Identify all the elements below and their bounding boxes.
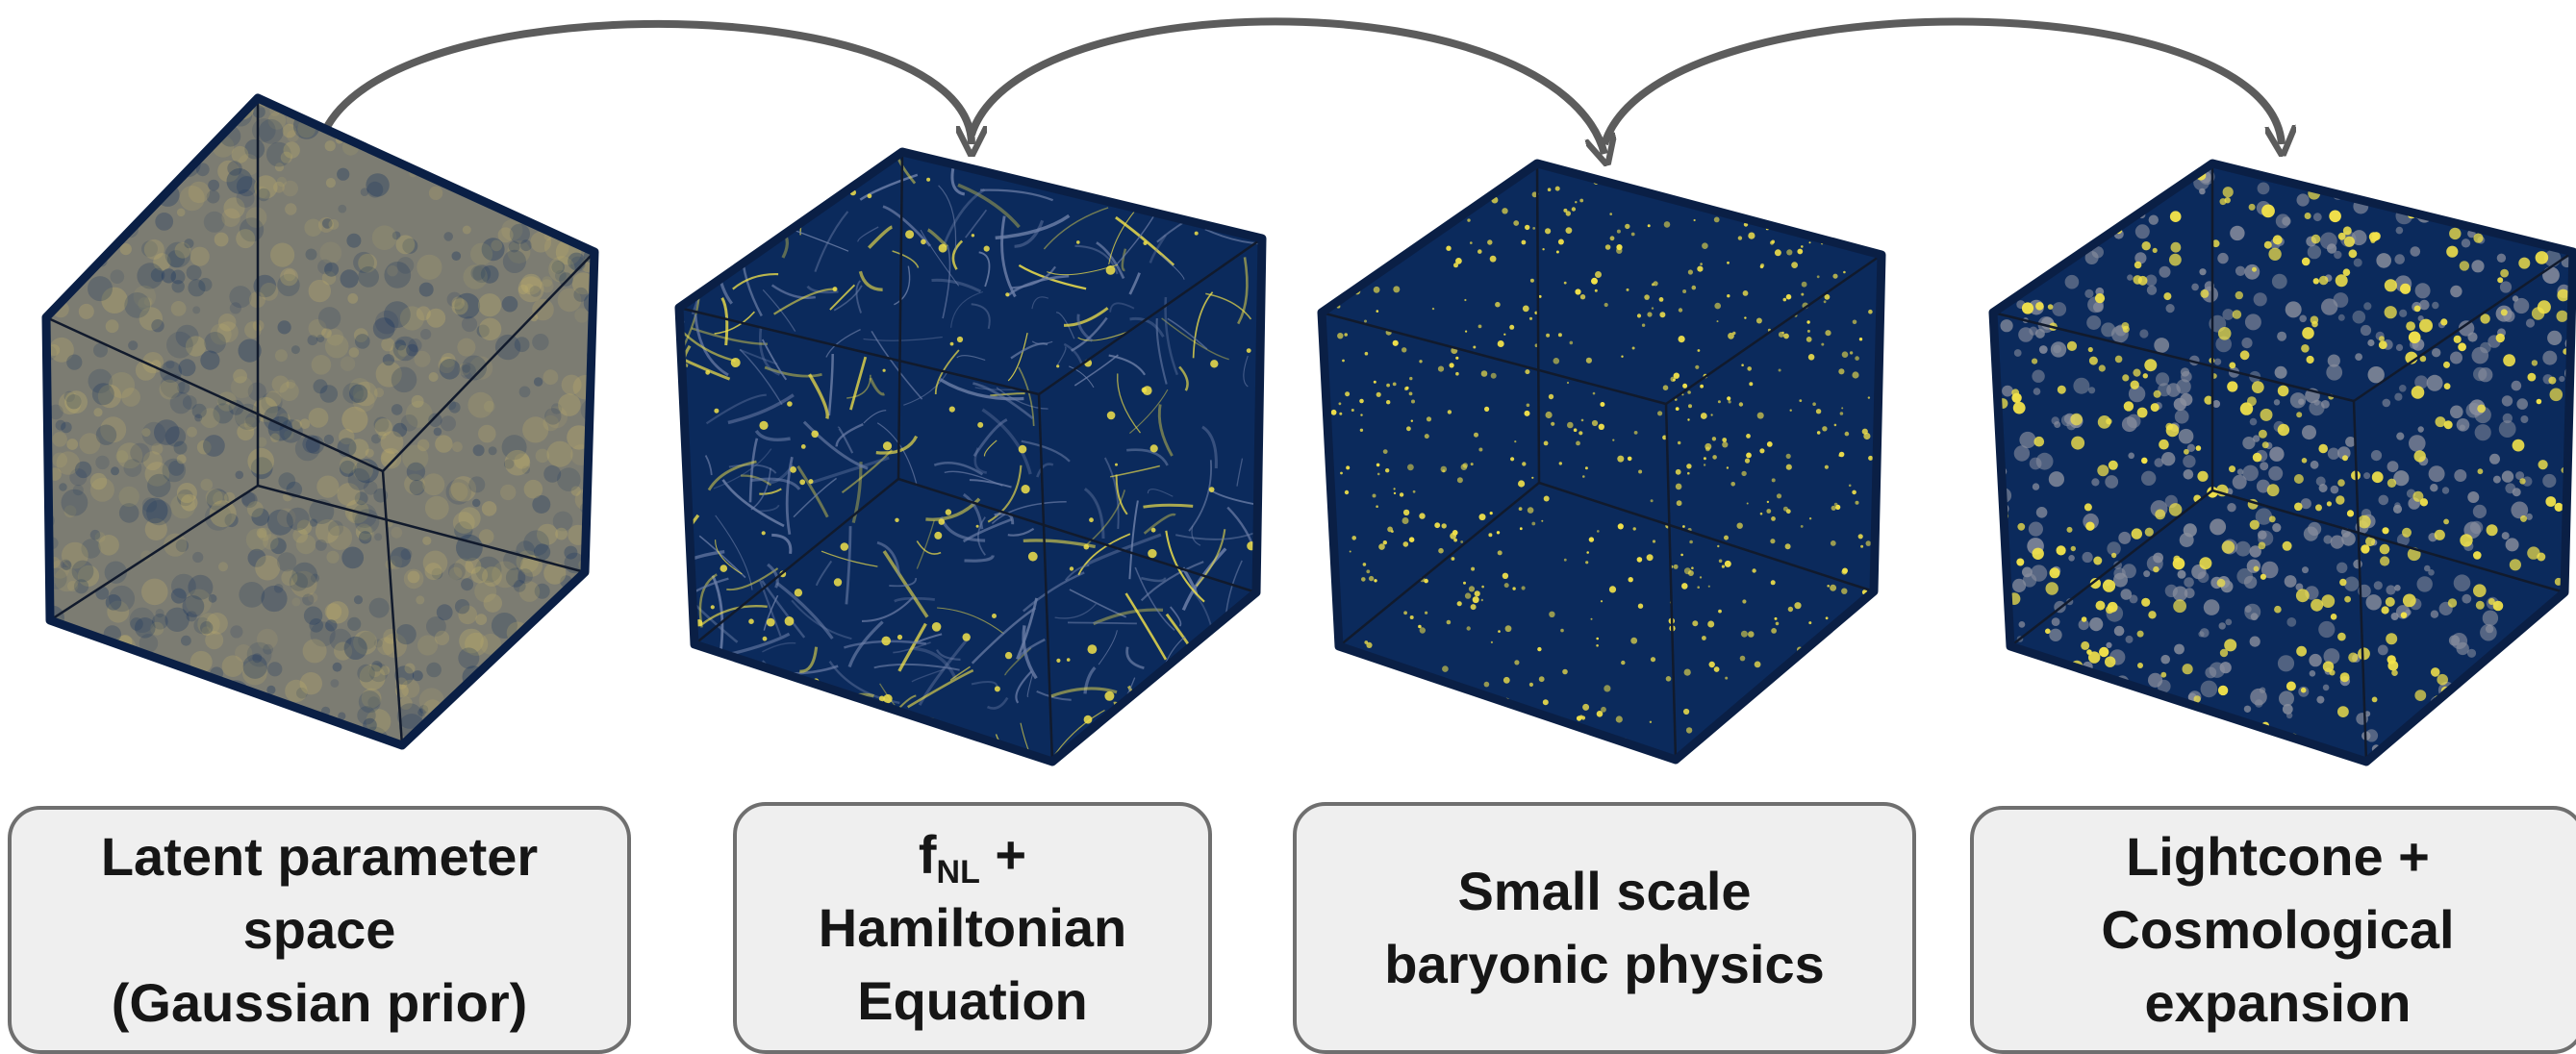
label-line: Latent parameter	[100, 826, 539, 887]
arrow-baryonic-to-lightcone	[1601, 17, 2282, 145]
label-line: expansion	[2144, 972, 2412, 1033]
label-line: space	[242, 899, 396, 960]
cube-hidden-edge	[1535, 163, 1541, 484]
fnl-suffix: +	[979, 824, 1027, 885]
cube-body	[46, 98, 594, 745]
cube-hidden-edge	[2009, 489, 2213, 647]
cube-hidden-edge	[49, 484, 259, 622]
cube-front-edge	[1037, 393, 1054, 763]
cube-body	[679, 152, 1262, 762]
cube-hidden-edge	[2211, 489, 2565, 594]
cube-outline	[1317, 159, 1886, 765]
label-line: (Gaussian prior)	[111, 972, 528, 1033]
label-line: baryonic physics	[1384, 934, 1825, 994]
cube-fnl	[674, 147, 1267, 766]
cube-body	[1993, 163, 2573, 762]
cube-front-edge	[1321, 311, 1667, 406]
cube-lightcone	[1988, 159, 2576, 766]
arrow-latent-to-fnl	[314, 19, 972, 164]
label-box-latent: Latent parameter space (Gaussian prior)	[8, 806, 631, 1054]
cube-front-edge	[1664, 403, 1678, 761]
cube-front-edge	[1665, 253, 1882, 406]
cube-front-edge	[2352, 400, 2368, 763]
cube-hidden-edge	[897, 477, 1257, 594]
cube-hidden-edge	[694, 478, 899, 645]
cube-front-edge	[1038, 237, 1263, 396]
cube-hidden-edge	[257, 484, 586, 574]
cube-baryonic	[1317, 159, 1886, 765]
label-line-fnl: fNL +	[919, 818, 1026, 891]
arrow-fnl-to-baryonic	[968, 17, 1604, 154]
label-line: Small scale	[1457, 861, 1752, 921]
cube-front-edge	[45, 315, 384, 473]
fnl-subscript: NL	[936, 854, 980, 891]
cube-front-edge	[2353, 250, 2574, 403]
label-box-baryonic: Small scale baryonic physics	[1293, 802, 1916, 1054]
cube-outline	[1988, 159, 2576, 766]
cube-hidden-edge	[1538, 481, 1875, 593]
process-arrows	[314, 17, 2282, 164]
label-line: Hamiltonian	[818, 897, 1127, 958]
label-line: Lightcone +	[2126, 826, 2430, 887]
cube-hidden-edge	[1338, 482, 1540, 647]
cube-outline	[41, 93, 599, 750]
cube-latent	[41, 93, 599, 750]
label-line: Cosmological	[2101, 899, 2455, 960]
label-box-fnl: fNL + Hamiltonian Equation	[733, 802, 1212, 1054]
cube-outline	[674, 147, 1267, 766]
cube-body	[1322, 163, 1881, 760]
cube-front-edge	[1992, 311, 2355, 403]
cube-hidden-edge	[897, 151, 904, 480]
cube-front-edge	[678, 306, 1040, 396]
cube-front-edge	[381, 470, 404, 746]
fnl-symbol: f	[918, 824, 937, 885]
cube-front-edge	[382, 251, 595, 472]
label-box-lightcone: Lightcone + Cosmological expansion	[1970, 806, 2576, 1054]
label-line: Equation	[857, 970, 1088, 1031]
